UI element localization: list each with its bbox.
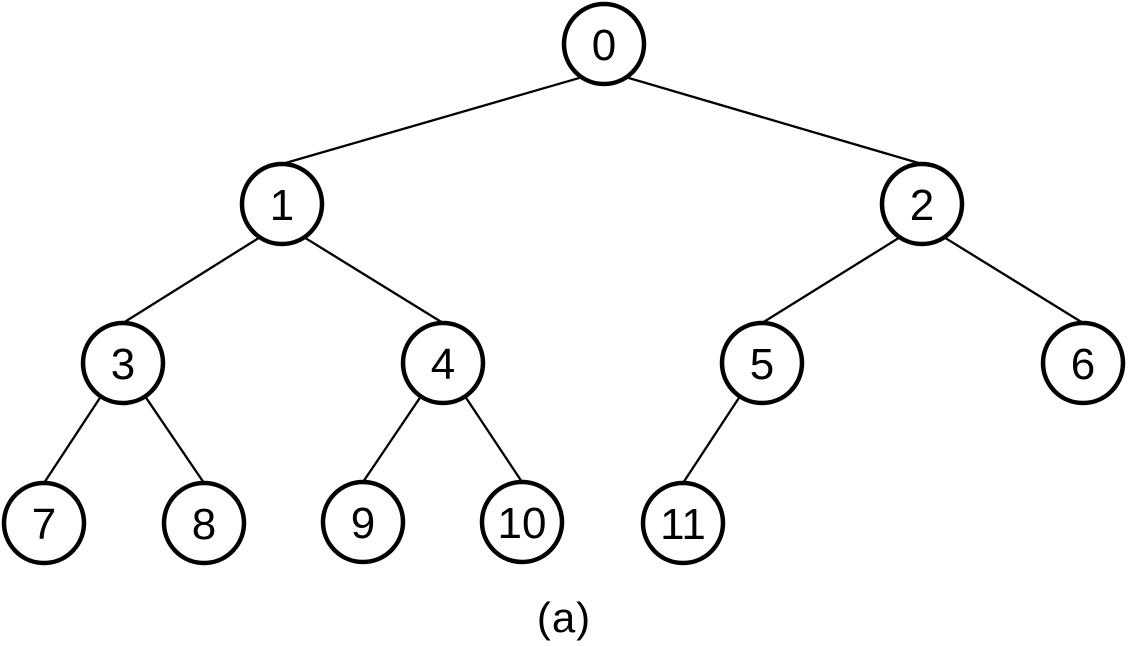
node-label: 8 bbox=[192, 500, 216, 549]
tree-node-7: 7 bbox=[1, 480, 87, 566]
tree-edge-3-7 bbox=[43, 395, 102, 484]
tree-edge-4-10 bbox=[464, 395, 523, 483]
tree-edge-1-4 bbox=[303, 236, 444, 324]
node-label: 3 bbox=[111, 340, 135, 389]
tree-node-4: 4 bbox=[400, 320, 486, 406]
tree-node-6: 6 bbox=[1040, 320, 1126, 406]
figure-caption: (a) bbox=[536, 594, 592, 641]
node-label: 11 bbox=[660, 500, 706, 549]
node-circle bbox=[80, 320, 166, 406]
tree-edge-5-11 bbox=[682, 395, 741, 484]
node-label: 9 bbox=[351, 499, 375, 548]
node-label: 1 bbox=[270, 181, 294, 230]
node-label: 0 bbox=[592, 21, 616, 70]
node-label: 7 bbox=[32, 500, 56, 549]
tree-node-3: 3 bbox=[80, 320, 166, 406]
node-circle bbox=[1, 480, 87, 566]
tree-edge-2-5 bbox=[761, 236, 901, 324]
tree-node-11: 11 bbox=[640, 480, 726, 566]
node-circle bbox=[400, 320, 486, 406]
node-circle bbox=[161, 480, 247, 566]
node-circle bbox=[640, 480, 726, 566]
node-circle bbox=[561, 1, 647, 87]
node-circle bbox=[479, 479, 565, 565]
node-circle bbox=[239, 161, 325, 247]
tree-node-10: 10 bbox=[479, 479, 565, 565]
tree-node-0: 0 bbox=[561, 1, 647, 87]
node-circle bbox=[320, 479, 406, 565]
tree-edge-1-3 bbox=[122, 236, 261, 324]
tree-edge-0-1 bbox=[281, 76, 583, 166]
tree-edge-2-6 bbox=[943, 236, 1084, 324]
node-label: 5 bbox=[750, 340, 774, 389]
node-circle bbox=[879, 161, 965, 247]
tree-edge-4-9 bbox=[362, 395, 422, 483]
node-label: 2 bbox=[910, 181, 934, 230]
tree-node-5: 5 bbox=[719, 320, 805, 406]
tree-node-1: 1 bbox=[239, 161, 325, 247]
node-label: 10 bbox=[498, 499, 547, 548]
node-label: 6 bbox=[1071, 340, 1095, 389]
tree-edge-3-8 bbox=[144, 395, 205, 484]
tree-node-9: 9 bbox=[320, 479, 406, 565]
tree-edge-0-2 bbox=[625, 76, 923, 166]
tree-node-2: 2 bbox=[879, 161, 965, 247]
node-label: 4 bbox=[431, 340, 455, 389]
node-circle bbox=[719, 320, 805, 406]
node-circle bbox=[1040, 320, 1126, 406]
tree-node-8: 8 bbox=[161, 480, 247, 566]
